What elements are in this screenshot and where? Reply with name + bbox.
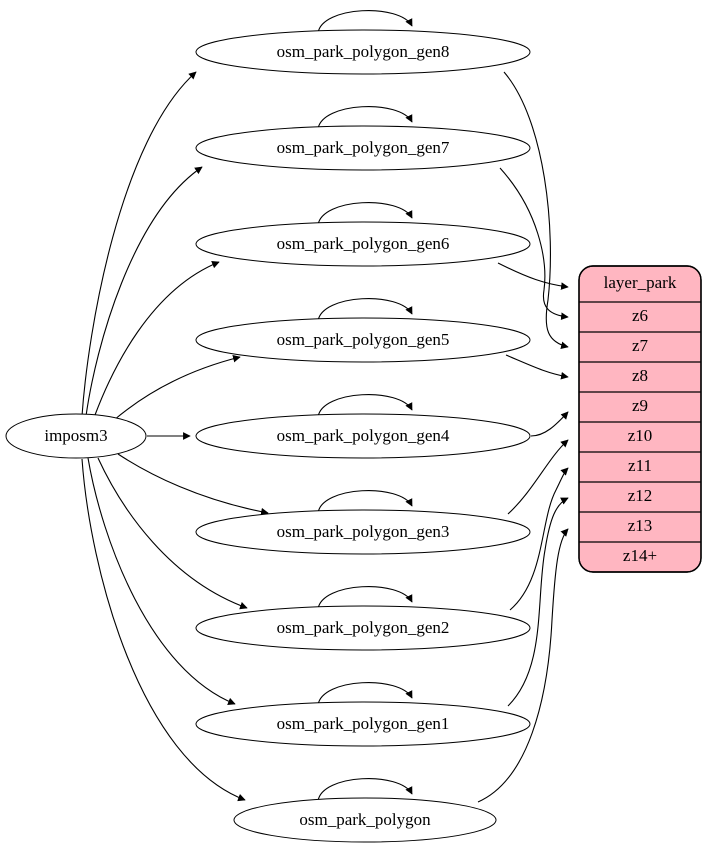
gen7-ellipse[interactable] [195, 125, 531, 171]
table-row-z12[interactable]: z12 [628, 486, 653, 505]
base-ellipse[interactable] [233, 797, 497, 843]
gen5-ellipse[interactable] [195, 317, 531, 363]
node-gen7[interactable]: osm_park_polygon_gen7 [195, 125, 531, 171]
node-gen6[interactable]: osm_park_polygon_gen6 [195, 221, 531, 267]
gen8-ellipse[interactable] [195, 29, 531, 75]
gen2-ellipse[interactable] [195, 605, 531, 651]
gen5-label: osm_park_polygon_gen5 [277, 330, 450, 349]
table-row-z14plus[interactable]: z14+ [623, 546, 657, 565]
self-loop-gen4 [317, 394, 413, 418]
edge-gen3-to-z11 [507, 439, 569, 515]
table-row-z7[interactable]: z7 [632, 336, 649, 355]
self-loop-gen6 [317, 202, 413, 226]
edge-gen6-to-z6 [497, 262, 569, 290]
edge-gen8-to-z8 [503, 71, 569, 350]
table-edge-group [477, 71, 569, 803]
edge-base-to-z14plus [477, 528, 569, 803]
imposm3-ellipse[interactable] [5, 413, 147, 459]
table-row-z8[interactable]: z8 [632, 366, 648, 385]
table-row-z11[interactable]: z11 [628, 456, 652, 475]
table-row-z9[interactable]: z9 [632, 396, 648, 415]
gen4-label: osm_park_polygon_gen4 [277, 426, 450, 445]
gen2-label: osm_park_polygon_gen2 [277, 618, 450, 637]
table-row-z10[interactable]: z10 [628, 426, 653, 445]
self-loop-gen2 [317, 586, 413, 610]
edge-gen4-to-z10 [530, 411, 569, 437]
self-loop-gen1 [317, 682, 413, 706]
gen3-ellipse[interactable] [195, 509, 531, 555]
gen4-ellipse[interactable] [195, 413, 531, 459]
gen8-label: osm_park_polygon_gen8 [277, 42, 450, 61]
self-loop-group [317, 10, 413, 802]
gen6-ellipse[interactable] [195, 221, 531, 267]
gen7-label: osm_park_polygon_gen7 [277, 138, 450, 157]
edge-imposm3-to-gen3 [117, 453, 269, 516]
edge-imposm3-to-gen6 [94, 261, 220, 416]
node-base[interactable]: osm_park_polygon [233, 797, 497, 843]
node-gen5[interactable]: osm_park_polygon_gen5 [195, 317, 531, 363]
node-imposm3[interactable]: imposm3 [5, 413, 147, 459]
edge-gen5-to-z9 [505, 354, 569, 380]
node-gen3[interactable]: osm_park_polygon_gen3 [195, 509, 531, 555]
edge-imposm3-to-gen5 [113, 354, 241, 421]
layer-park-header-label: layer_park [604, 273, 677, 292]
node-layer-park-table[interactable]: layer_park z6 z7 z8 z9 z10 z11 z12 [578, 265, 702, 573]
edge-imposm3-to-gen7 [85, 166, 203, 417]
self-loop-base [317, 778, 413, 802]
self-loop-gen7 [317, 106, 413, 130]
node-gen1[interactable]: osm_park_polygon_gen1 [195, 701, 531, 747]
gen3-label: osm_park_polygon_gen3 [277, 522, 450, 541]
node-gen2[interactable]: osm_park_polygon_gen2 [195, 605, 531, 651]
gen6-label: osm_park_polygon_gen6 [277, 234, 450, 253]
source-edge-group [81, 71, 269, 802]
edge-gen1-to-z13 [507, 497, 569, 707]
edge-gen2-to-z12 [509, 467, 569, 611]
imposm3-label: imposm3 [44, 426, 107, 445]
edge-imposm3-to-gen8 [81, 71, 197, 417]
self-loop-gen5 [317, 298, 413, 322]
edge-imposm3-to-base [81, 458, 246, 802]
base-label: osm_park_polygon [299, 810, 431, 829]
gen1-ellipse[interactable] [195, 701, 531, 747]
edge-imposm3-to-gen1 [87, 457, 236, 705]
gen1-label: osm_park_polygon_gen1 [277, 714, 450, 733]
self-loop-gen3 [317, 490, 413, 514]
table-row-z13[interactable]: z13 [628, 516, 653, 535]
layer-park-table-outline [578, 265, 702, 573]
table-row-z6[interactable]: z6 [632, 306, 648, 325]
node-gen4[interactable]: osm_park_polygon_gen4 [195, 413, 531, 459]
edge-imposm3-to-gen2 [97, 457, 248, 610]
self-loop-gen8 [317, 10, 413, 34]
node-gen8[interactable]: osm_park_polygon_gen8 [195, 29, 531, 75]
